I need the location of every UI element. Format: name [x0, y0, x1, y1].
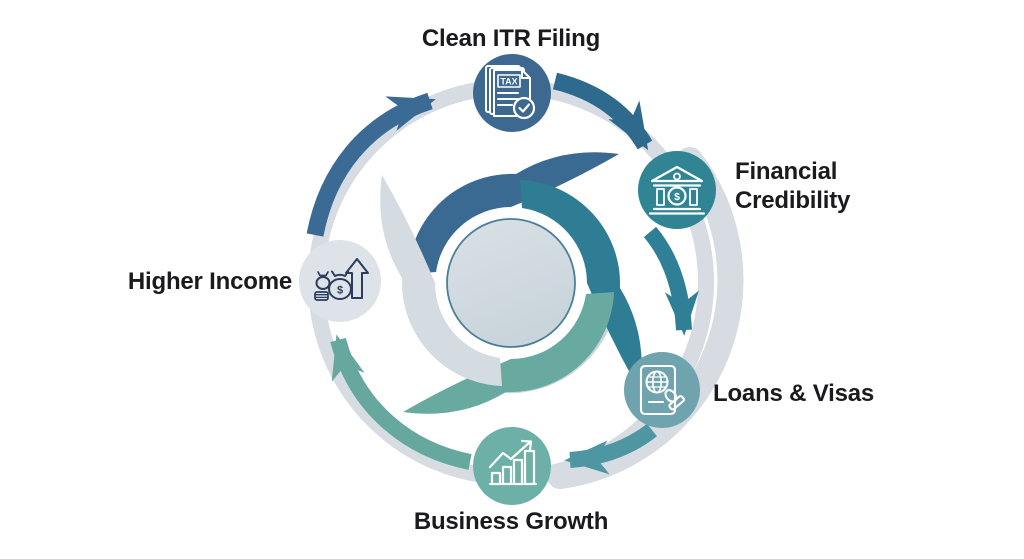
gray-swoosh-accent	[547, 147, 744, 489]
bank-icon-text: $	[674, 191, 680, 203]
label-business-growth: Business Growth	[413, 508, 609, 535]
center-circle	[446, 218, 576, 348]
pinwheel-arm-teal	[520, 180, 642, 391]
pinwheel-arm-gray	[380, 175, 502, 386]
node-clean-itr-filing: TAX	[473, 54, 551, 132]
money-bag-icon-text: $	[337, 285, 343, 297]
pinwheel-swirl	[380, 152, 642, 414]
pinwheel-arm-blue	[408, 152, 619, 274]
money-bags-icon: $	[314, 258, 369, 301]
node-loans-visas	[624, 352, 700, 428]
arrow-financial-credibility-to-loans-visas	[643, 226, 699, 336]
arrow-higher-income-to-clean-itr	[306, 92, 436, 237]
node-financial-credibility: $	[638, 151, 716, 229]
label-financial-credibility: Financial Credibility	[735, 158, 851, 214]
growth-chart-icon	[488, 439, 537, 486]
arrow-business-growth-to-higher-income	[330, 334, 472, 470]
label-higher-income: Higher Income	[127, 268, 292, 295]
tax-document-icon: TAX	[485, 65, 536, 120]
node-business-growth	[473, 427, 551, 505]
label-clean-itr-filing: Clean ITR Filing	[421, 25, 601, 52]
bank-icon: $	[648, 165, 706, 215]
label-loans-visas: Loans & Visas	[713, 380, 875, 407]
pinwheel-arm-green	[403, 292, 614, 414]
tax-icon-text: TAX	[500, 77, 517, 87]
node-higher-income: $	[299, 240, 381, 322]
cycle-arrows	[306, 72, 699, 475]
arrow-loans-visas-to-business-growth	[564, 423, 657, 475]
passport-stamp-icon	[639, 364, 685, 416]
arrow-clean-itr-to-financial-credibility	[552, 72, 653, 151]
